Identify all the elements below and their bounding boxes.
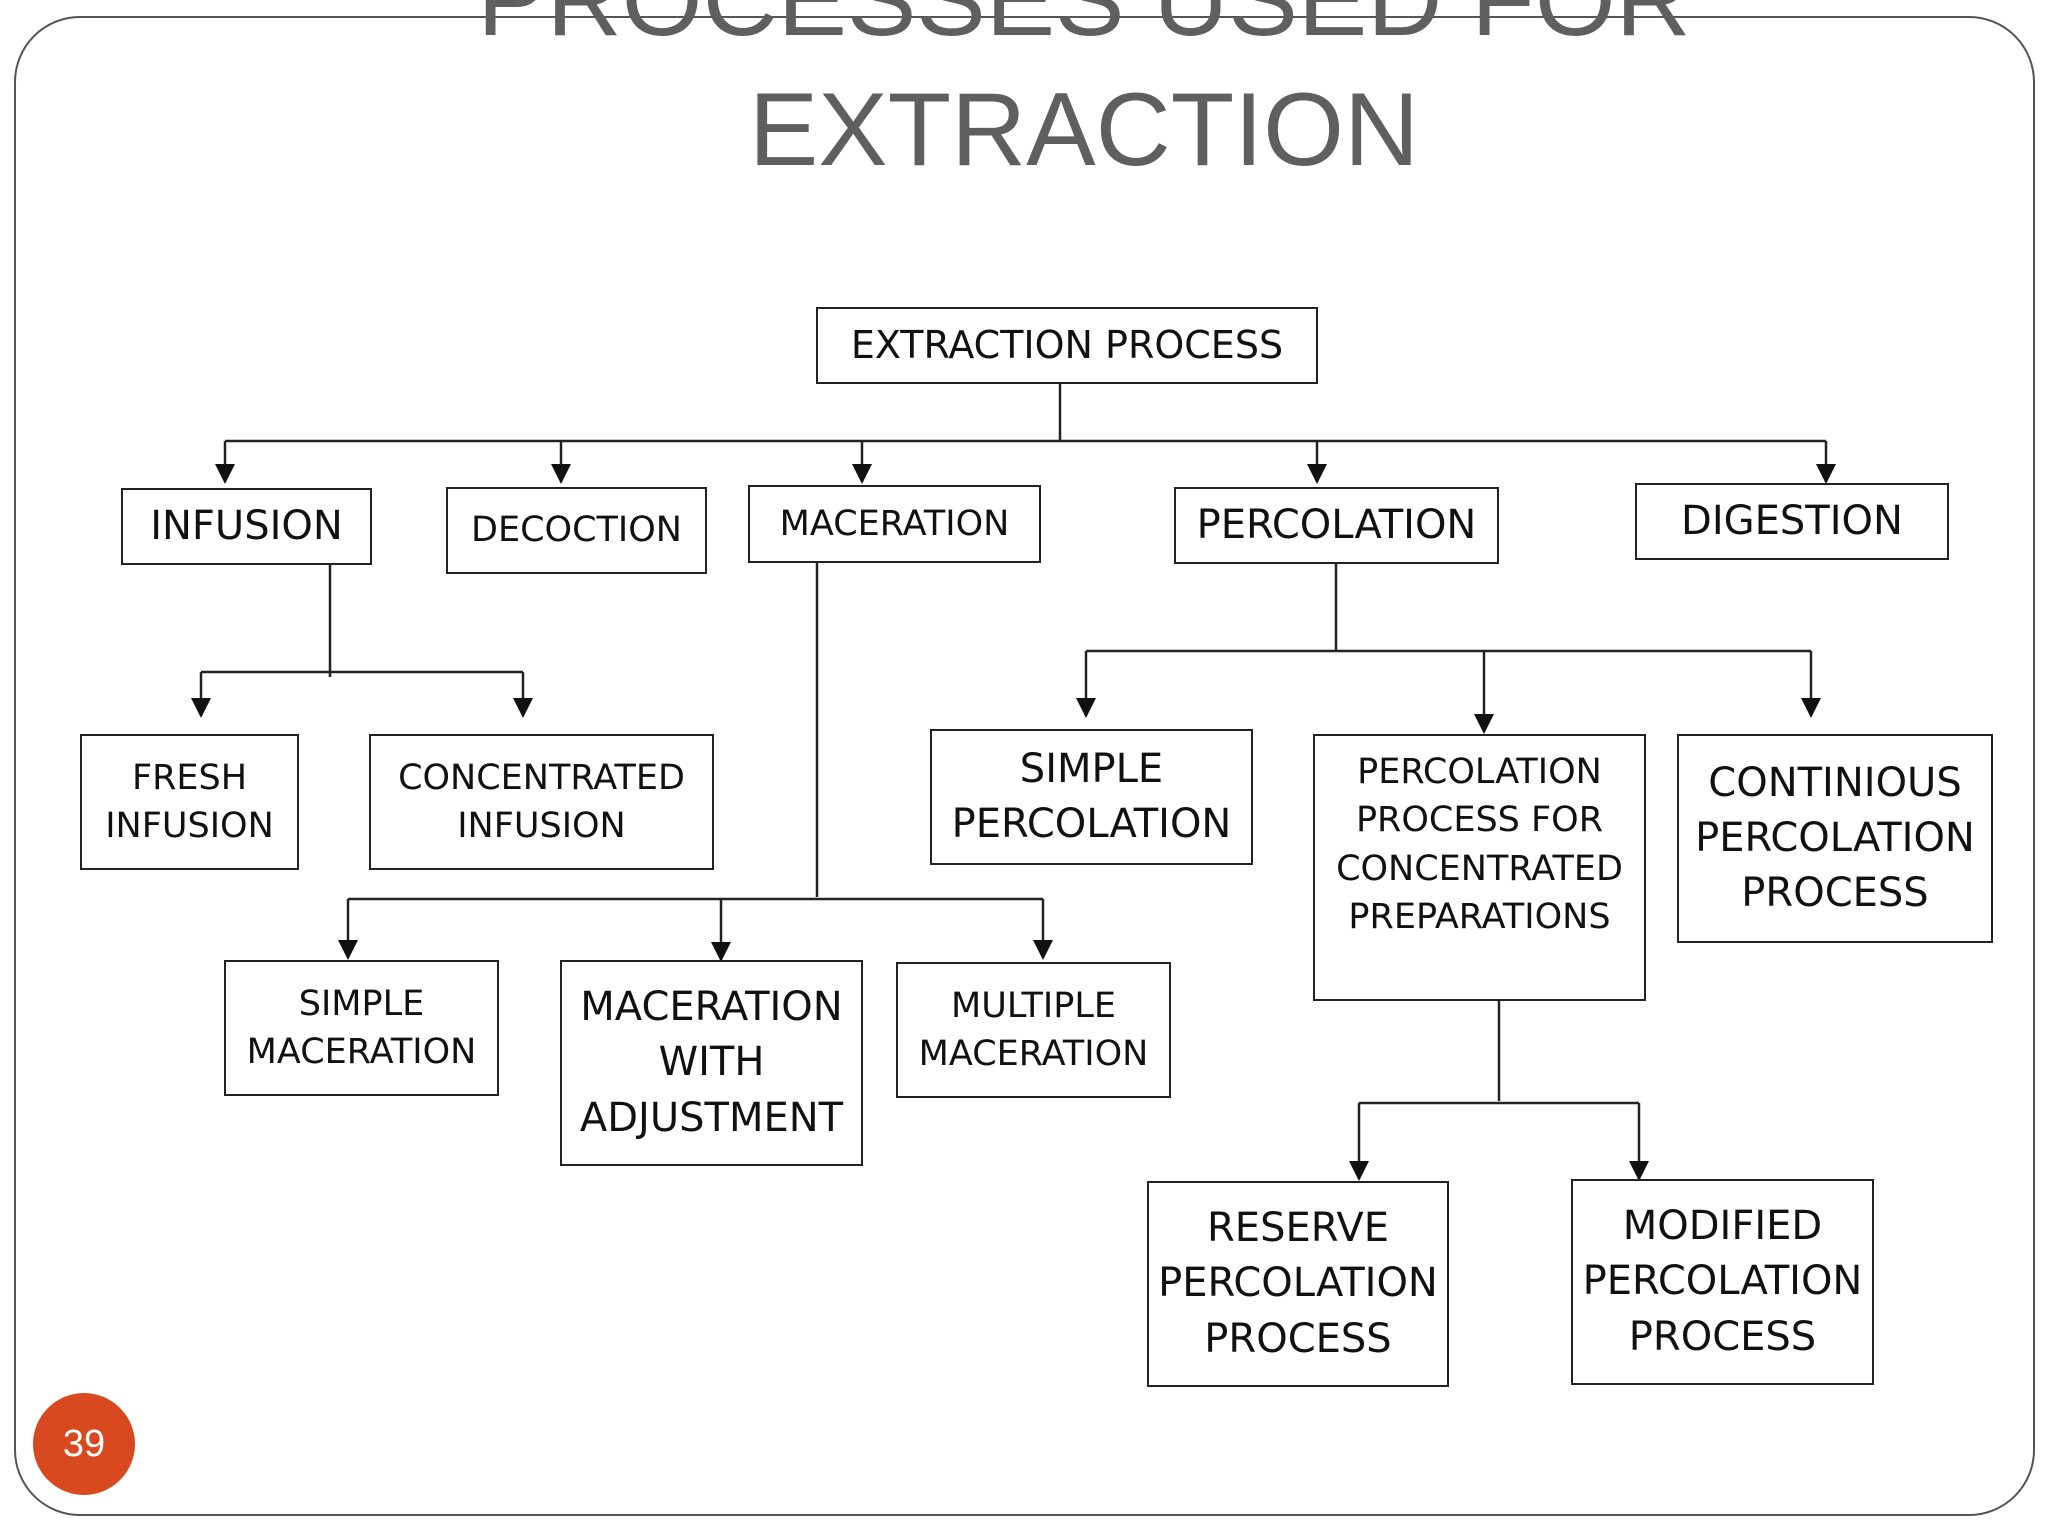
infusion-box: INFUSION [121,488,372,565]
percolation-box: PERCOLATION [1174,487,1499,564]
continious-percolation-box: CONTINIOUS PERCOLATION PROCESS [1677,734,1993,943]
simple-percolation-box: SIMPLE PERCOLATION [930,729,1253,865]
extraction-process-box: EXTRACTION PROCESS [816,307,1318,384]
modified-percolation-box: MODIFIED PERCOLATION PROCESS [1571,1179,1874,1385]
slide-frame [14,16,2035,1516]
concentrated-infusion-box: CONCENTRATED INFUSION [369,734,714,870]
digestion-box: DIGESTION [1635,483,1949,560]
page-number-badge: 39 [33,1393,135,1495]
reserve-percolation-box: RESERVE PERCOLATION PROCESS [1147,1181,1449,1387]
slide-title-line-1: PROCESSES USED FOR [477,0,1691,58]
fresh-infusion-box: FRESH INFUSION [80,734,299,870]
simple-maceration-box: SIMPLE MACERATION [224,960,499,1096]
maceration-box: MACERATION [748,485,1041,563]
decoction-box: DECOCTION [446,487,707,574]
maceration-with-adjustment-box: MACERATION WITH ADJUSTMENT [560,960,863,1166]
percolation-concentrated-preparations-box: PERCOLATION PROCESS FOR CONCENTRATED PRE… [1313,734,1646,1001]
multiple-maceration-box: MULTIPLE MACERATION [896,962,1171,1098]
slide-title-line-2: EXTRACTION [748,72,1420,188]
